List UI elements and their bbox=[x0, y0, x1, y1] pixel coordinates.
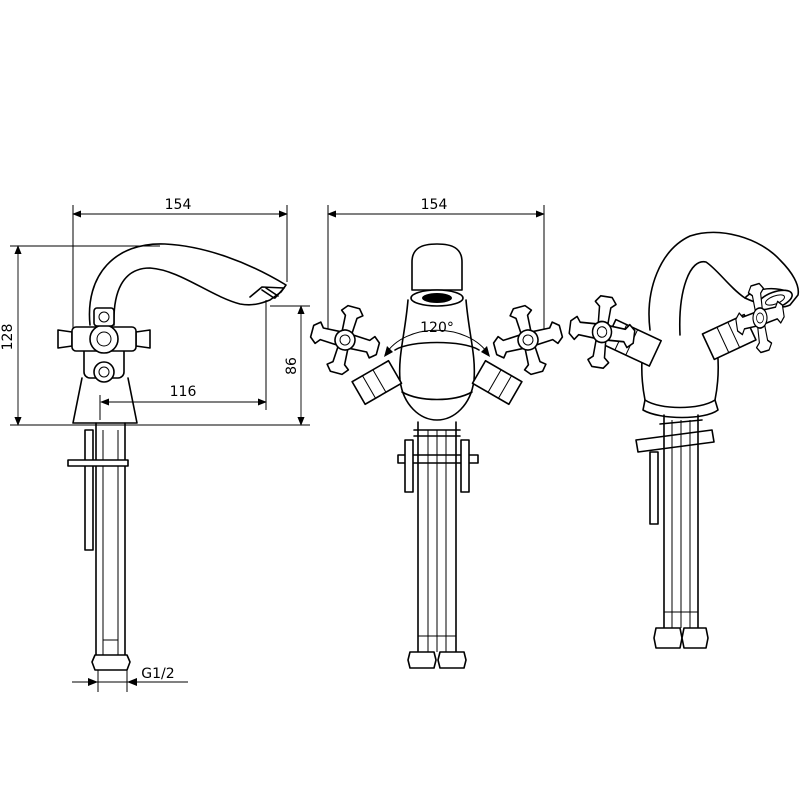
perspective-nut-left bbox=[653, 627, 683, 649]
dim-width-label: 154 bbox=[165, 197, 192, 213]
spout bbox=[88, 243, 287, 326]
spout-perspective bbox=[648, 231, 800, 336]
perspective-left-handle bbox=[564, 290, 640, 374]
tap-body bbox=[72, 377, 138, 424]
side-handle bbox=[57, 307, 151, 383]
angle-label: 120° bbox=[420, 320, 454, 336]
perspective-view bbox=[564, 231, 800, 649]
side-view: 154 128 86 116 G1/2 bbox=[0, 197, 310, 692]
dim-thread-label: G1/2 bbox=[141, 666, 174, 682]
perspective-nut-right bbox=[681, 627, 709, 649]
front-nut-right bbox=[437, 651, 467, 669]
connector-nut bbox=[91, 654, 131, 671]
spout-front bbox=[411, 243, 463, 291]
dim-height-label: 128 bbox=[0, 324, 16, 351]
dim-front-width-label: 154 bbox=[421, 197, 448, 213]
front-view: 154 120° bbox=[302, 197, 571, 669]
dim-spout-height-label: 86 bbox=[284, 357, 300, 375]
dim-reach-label: 116 bbox=[170, 384, 197, 400]
front-nut-left bbox=[407, 651, 437, 669]
